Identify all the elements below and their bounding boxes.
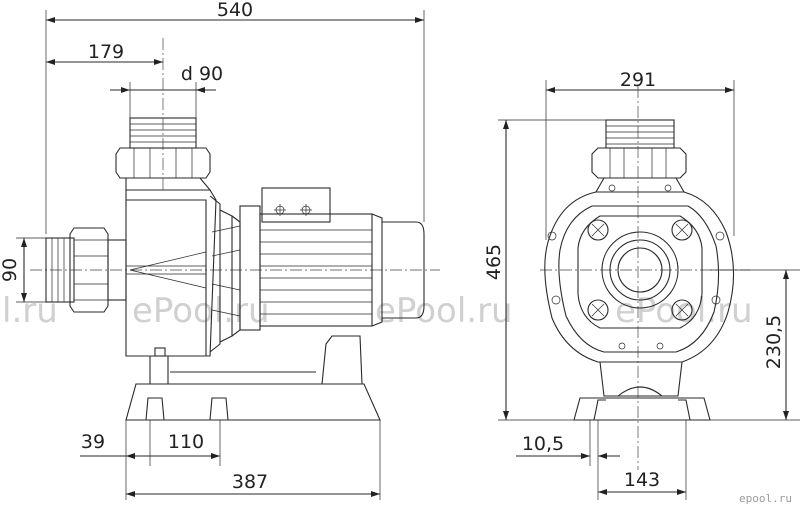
dim-foot-spacing: 110 <box>168 431 204 453</box>
pump-housing <box>125 189 261 357</box>
watermark-2: ePool.ru <box>132 291 270 331</box>
dim-foot-spacing-front: 143 <box>624 469 660 491</box>
front-base <box>573 361 711 421</box>
terminal-box <box>261 187 331 223</box>
watermark-layer: l.ru ePool.ru ePool.ru ePool.ru <box>2 291 753 331</box>
dim-foot-offset-front: 10,5 <box>522 433 564 455</box>
dim-total-length: 540 <box>217 0 253 21</box>
side-dimensions: 540 179 d 90 90 39 110 387 <box>0 0 425 500</box>
front-outlet <box>591 119 687 193</box>
dim-base-length: 387 <box>232 471 268 493</box>
bolt-top-right <box>671 219 693 241</box>
bolt-bottom-left <box>587 299 609 321</box>
watermark-1: l.ru <box>2 291 58 331</box>
outlet-pipe <box>115 117 212 191</box>
brand-logo-text: epool.ru <box>739 492 792 505</box>
dim-inlet-offset: 179 <box>88 41 124 63</box>
dim-width: 291 <box>620 69 656 91</box>
motor <box>259 187 425 327</box>
dim-foot-offset-left: 39 <box>81 431 105 453</box>
front-dimensions: 291 465 230,5 10,5 143 <box>483 69 800 500</box>
front-view: 291 465 230,5 10,5 143 <box>483 69 800 500</box>
bolt-top-left <box>587 219 609 241</box>
dim-outlet-diameter: d 90 <box>181 63 223 85</box>
dim-total-height: 465 <box>483 244 505 280</box>
dim-inlet-height: 90 <box>0 258 21 282</box>
inlet-port-outer <box>601 231 679 309</box>
side-view: 540 179 d 90 90 39 110 387 <box>0 0 440 500</box>
side-base <box>125 335 381 421</box>
watermark-3: ePool.ru <box>375 291 513 331</box>
front-housing <box>544 184 735 363</box>
dim-axis-height: 230,5 <box>763 315 785 369</box>
bolt-bottom-right <box>671 299 693 321</box>
